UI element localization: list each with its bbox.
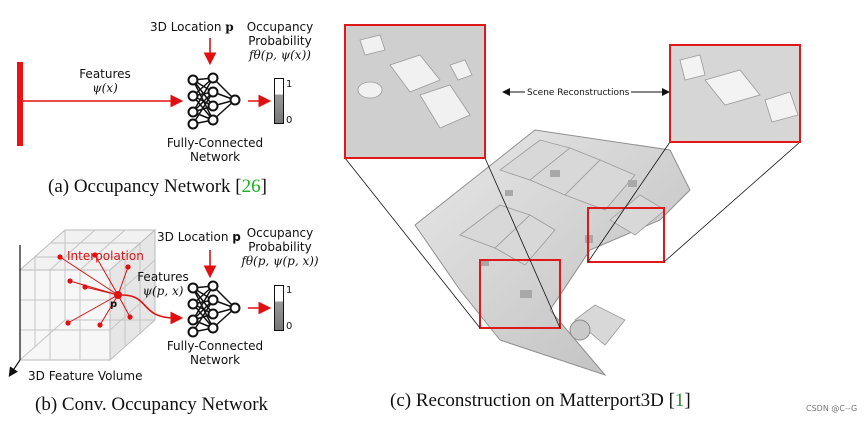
caption-a: (a) Occupancy Network [26] [48, 176, 267, 197]
probability-scale-a [274, 78, 284, 124]
occupancy-label-a: Occupancy Probability fθ(p, ψ(x)) [246, 20, 314, 62]
network-icon-b [187, 280, 241, 338]
scale-top-b: 1 [286, 285, 293, 296]
matterport-reconstruction [344, 24, 801, 377]
network-label-a: Fully-Connected Network [166, 136, 264, 164]
feature-volume-grid [8, 228, 272, 377]
occupancy-label-b: Occupancy Probability fθ(p, ψ(p, x)) [241, 226, 319, 268]
network-label-b: Fully-Connected Network [166, 339, 264, 367]
features-label-b: Features ψ(p, x) [137, 270, 189, 298]
point-label-b: p [110, 299, 118, 310]
scale-top-a: 1 [286, 79, 293, 90]
network-icon-a [187, 72, 241, 130]
caption-b: (b) Conv. Occupancy Network [35, 394, 269, 415]
interpolation-label: Interpolation [67, 249, 144, 263]
feature-bar [17, 62, 23, 146]
scene-reconstructions-label: Scene Reconstructions [525, 86, 632, 100]
volume-label: 3D Feature Volume [28, 369, 143, 383]
probability-scale-b [274, 285, 284, 331]
scale-bottom-a: 0 [286, 115, 293, 126]
features-label-a: Features ψ(x) [79, 67, 131, 95]
watermark: CSDN @C--G [806, 404, 858, 413]
panel-a-arrows [23, 38, 272, 108]
location-label-b: 3D Location p [157, 230, 241, 244]
location-label-a: 3D Location p [150, 20, 234, 34]
scale-bottom-b: 0 [286, 321, 293, 332]
caption-c: (c) Reconstruction on Matterport3D [1] [390, 390, 691, 411]
